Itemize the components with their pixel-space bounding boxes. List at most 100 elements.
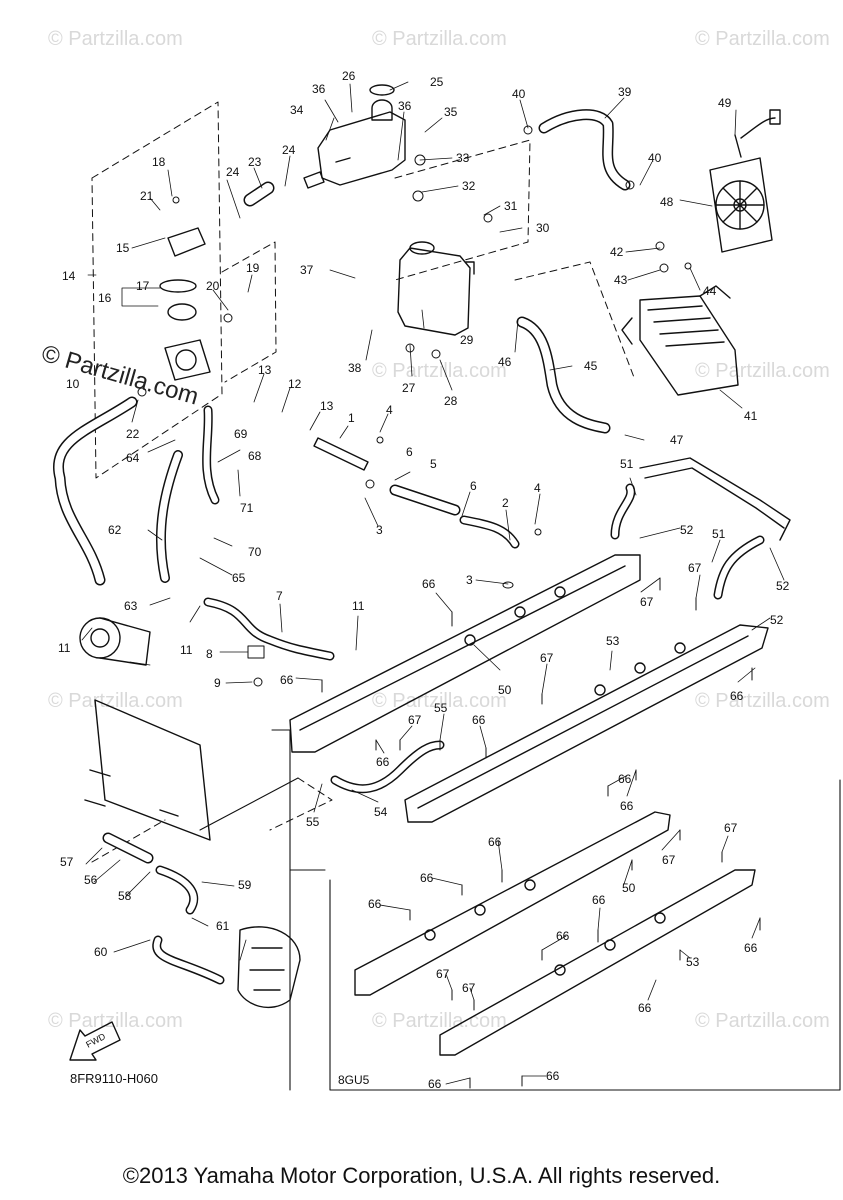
- watermark: © Partzilla.com: [48, 28, 183, 50]
- callout-12: 12: [288, 377, 302, 391]
- callout-13: 13: [258, 363, 272, 377]
- callout-37: 37: [300, 263, 314, 277]
- callout-53b: 53: [686, 955, 700, 969]
- callout-51: 51: [620, 457, 634, 471]
- callout-64: 64: [126, 451, 140, 465]
- callout-39: 39: [618, 85, 632, 99]
- watermark: © Partzilla.com: [372, 1010, 507, 1032]
- callout-66c: 66: [730, 689, 744, 703]
- callout-48: 48: [660, 195, 674, 209]
- callout-58: 58: [118, 889, 132, 903]
- callout-66f: 66: [618, 772, 632, 786]
- callout-67: 67: [688, 561, 702, 575]
- callout-67e: 67: [724, 821, 738, 835]
- callout-52: 52: [680, 523, 694, 537]
- callout-26: 26: [342, 69, 356, 83]
- callout-10: 10: [66, 377, 80, 391]
- callout-66l: 66: [556, 929, 570, 943]
- watermark: © Partzilla.com: [695, 1010, 830, 1032]
- fasteners: [137, 125, 761, 1089]
- callout-47: 47: [670, 433, 684, 447]
- callout-17: 17: [136, 279, 150, 293]
- callout-51b: 51: [712, 527, 726, 541]
- callout-57: 57: [60, 855, 74, 869]
- callout-40: 40: [512, 87, 526, 101]
- callout-6: 6: [406, 445, 413, 459]
- thermostat-housing: [159, 227, 211, 381]
- water-pump: [79, 617, 151, 666]
- callout-2: 2: [502, 496, 509, 510]
- callout-4: 4: [386, 403, 393, 417]
- callout-7: 7: [276, 589, 283, 603]
- callout-67d: 67: [408, 713, 422, 727]
- callout-67c: 67: [540, 651, 554, 665]
- callout-66: 66: [280, 673, 294, 687]
- callout-45: 45: [584, 359, 598, 373]
- callout-30: 30: [536, 221, 550, 235]
- callout-11: 11: [352, 599, 365, 613]
- frame-outline: [199, 729, 841, 1091]
- diagram-code: 8FR9110-H060: [70, 1071, 158, 1086]
- callout-33: 33: [456, 151, 470, 165]
- callout-24b: 24: [282, 143, 296, 157]
- callout-67g: 67: [436, 967, 450, 981]
- callout-27: 27: [402, 381, 416, 395]
- heat-exchanger-rail-8gu5: [354, 811, 756, 1056]
- watermark: © Partzilla.com: [695, 28, 830, 50]
- callout-32: 32: [462, 179, 476, 193]
- watermark: © Partzilla.com: [48, 1010, 183, 1032]
- callout-66k: 66: [592, 893, 606, 907]
- callout-69: 69: [234, 427, 248, 441]
- callout-19: 19: [246, 261, 260, 275]
- callout-68: 68: [248, 449, 262, 463]
- callout-70: 70: [248, 545, 262, 559]
- callout-50: 50: [498, 683, 512, 697]
- watermark: © Partzilla.com: [372, 28, 507, 50]
- radiator: [621, 285, 739, 396]
- callout-55: 55: [434, 701, 448, 715]
- callout-66j: 66: [368, 897, 382, 911]
- callout-66g: 66: [620, 799, 634, 813]
- callout-35: 35: [444, 105, 458, 119]
- watermark: © Partzilla.com: [695, 360, 830, 382]
- callout-3: 3: [376, 523, 383, 537]
- hoses-inner: [54, 110, 763, 983]
- callout-66o: 66: [428, 1077, 442, 1091]
- callout-9: 9: [214, 676, 221, 690]
- callout-67h: 67: [462, 981, 476, 995]
- callout-6b: 6: [470, 479, 477, 493]
- callout-46: 46: [498, 355, 512, 369]
- fwd-arrow-icon: [69, 1021, 121, 1061]
- callout-66m: 66: [744, 941, 758, 955]
- callout-66i: 66: [420, 871, 434, 885]
- callout-18: 18: [152, 155, 166, 169]
- expansion-tank: [397, 241, 475, 336]
- callout-59: 59: [238, 878, 252, 892]
- callout-43: 43: [614, 273, 628, 287]
- callout-14: 14: [62, 269, 76, 283]
- callout-52c: 52: [770, 613, 784, 627]
- watermark: © Partzilla.com: [48, 690, 183, 712]
- callout-42: 42: [610, 245, 624, 259]
- callout-23: 23: [248, 155, 262, 169]
- callout-8: 8: [206, 647, 213, 661]
- watermark: © Partzilla.com: [695, 690, 830, 712]
- watermark: © Partzilla.com: [372, 690, 507, 712]
- callout-40b: 40: [648, 151, 662, 165]
- callout-29: 29: [460, 333, 474, 347]
- callout-20: 20: [206, 279, 220, 293]
- callout-36: 36: [312, 82, 326, 96]
- callout-66b: 66: [422, 577, 436, 591]
- callout-56: 56: [84, 873, 98, 887]
- callout-53: 53: [606, 634, 620, 648]
- callout-63: 63: [124, 599, 138, 613]
- callout-13b: 13: [320, 399, 334, 413]
- callout-55b: 55: [306, 815, 320, 829]
- copyright-notice: ©2013 Yamaha Motor Corporation, U.S.A. A…: [122, 1163, 721, 1188]
- callout-3b: 3: [466, 573, 473, 587]
- callout-11c: 11: [180, 643, 193, 657]
- callout-65: 65: [232, 571, 246, 585]
- watermark: © Partzilla.com: [372, 360, 507, 382]
- callout-15: 15: [116, 241, 130, 255]
